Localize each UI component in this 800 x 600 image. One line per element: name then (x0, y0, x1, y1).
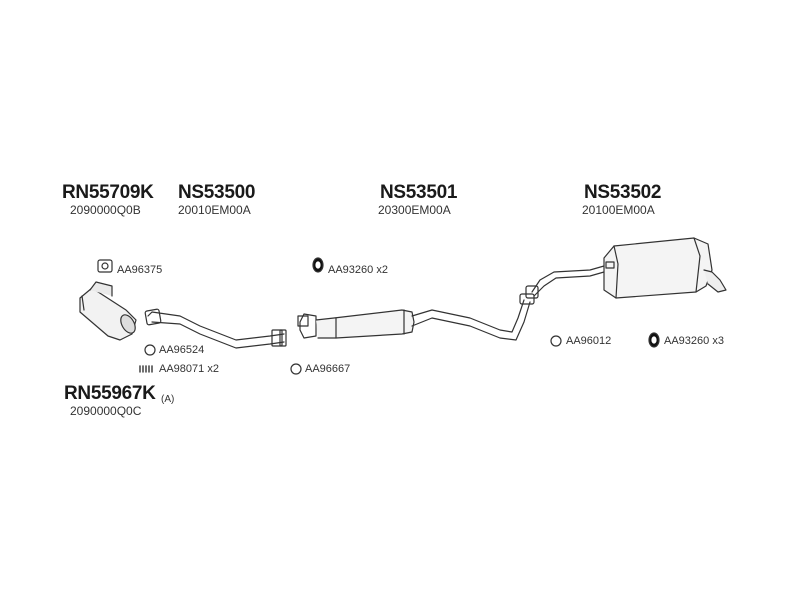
part-number: RN55709K (62, 182, 154, 203)
accessory-label: AA96524 (159, 344, 205, 356)
oem-number: 2090000Q0B (70, 203, 141, 217)
oem-number: 20100EM00A (582, 203, 655, 217)
rubber-mount-icon (648, 332, 660, 348)
spring-icon (139, 365, 153, 373)
accessory-label: AA98071 x2 (159, 363, 219, 375)
ring-icon (290, 363, 302, 375)
part-number: NS53500 (178, 182, 256, 203)
accessory-label: AA93260 x3 (664, 335, 724, 347)
rubber-mount-icon (312, 257, 324, 273)
accessory-label: AA93260 x2 (328, 264, 388, 276)
catalytic-converter (79, 281, 137, 341)
oem-number: 2090000Q0C (70, 404, 142, 418)
accessory-label: AA96012 (566, 335, 612, 347)
accessory-label: AA96375 (117, 264, 163, 276)
centre-silencer (297, 293, 535, 341)
gasket-icon (97, 259, 113, 273)
oem-number: 20010EM00A (178, 203, 251, 217)
part-number: NS53501 (380, 182, 458, 203)
accessory-label: AA96667 (305, 363, 351, 375)
part-suffix: (A) (161, 394, 175, 405)
part-number: NS53502 (584, 182, 662, 203)
ring-icon (550, 335, 562, 347)
part-number: RN55967K (64, 383, 156, 404)
oem-number: 20300EM00A (378, 203, 451, 217)
ring-icon (144, 344, 156, 356)
front-pipe (144, 308, 287, 349)
rear-silencer (525, 237, 727, 299)
